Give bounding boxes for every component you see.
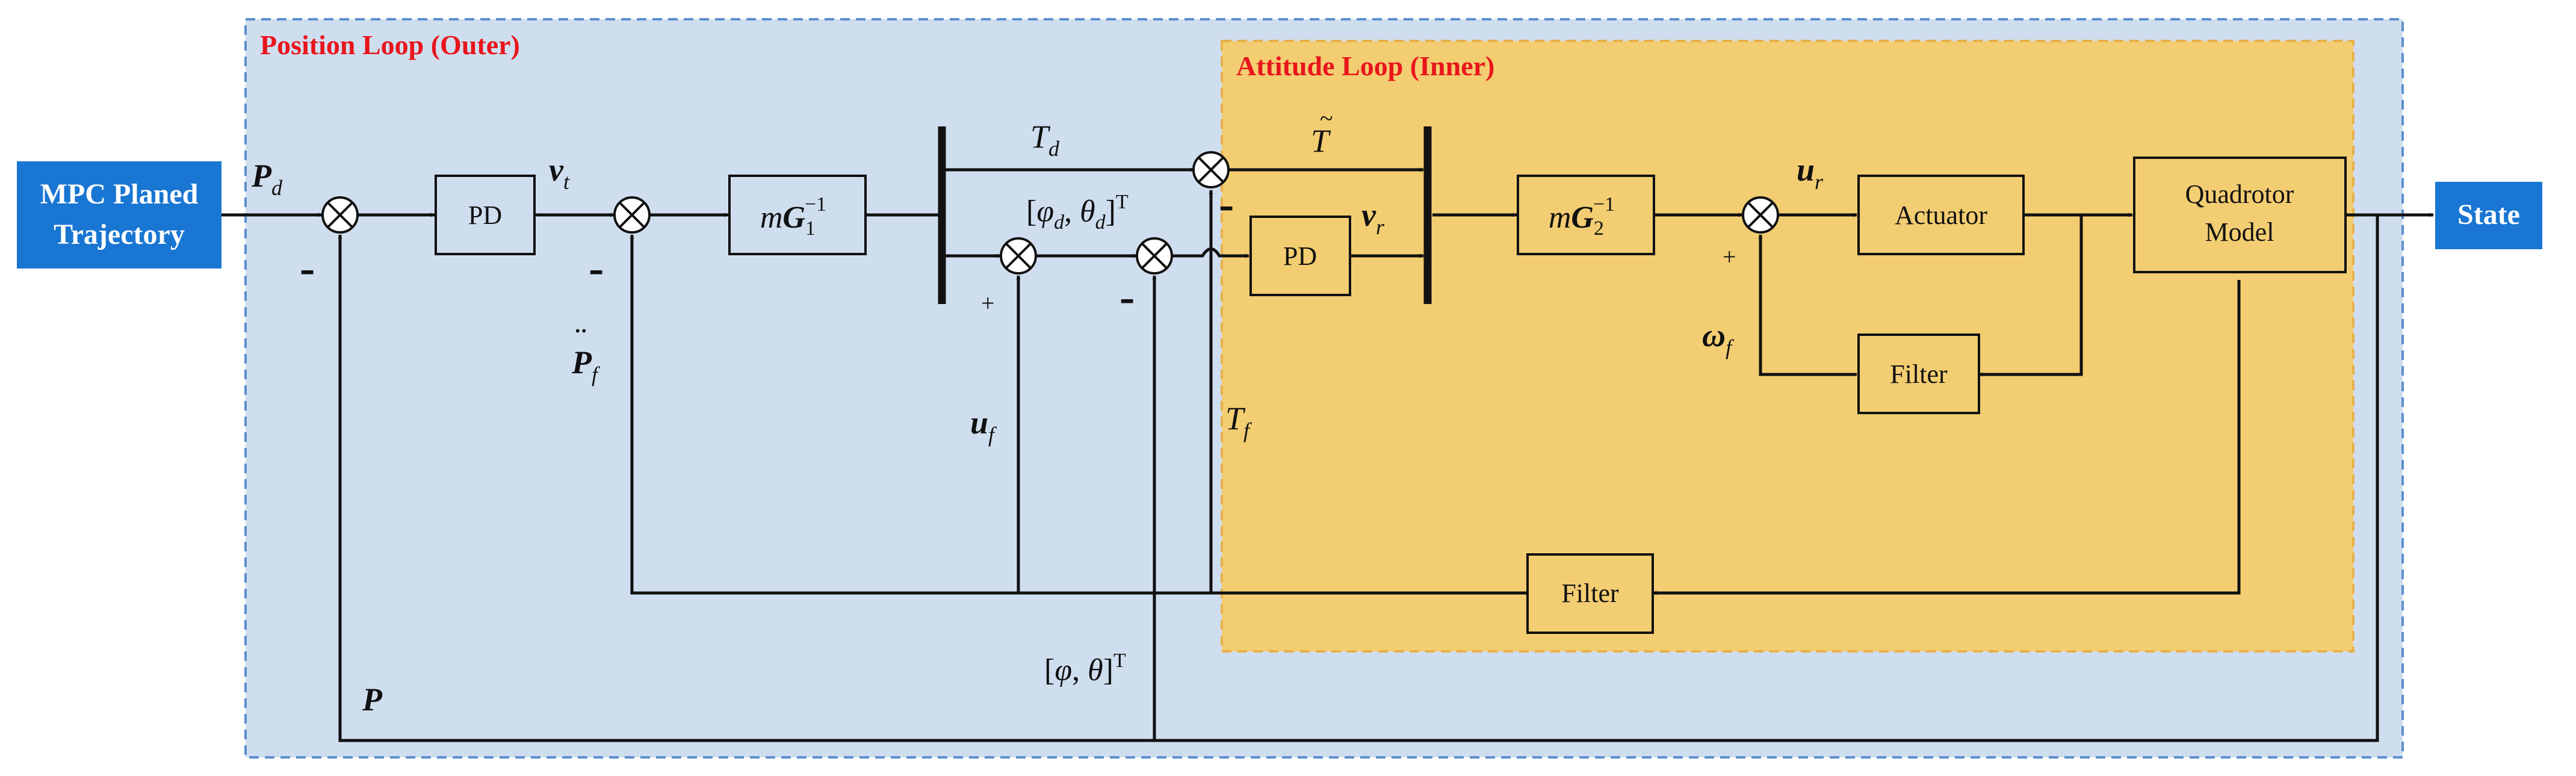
summing-junction-attitude-ref	[1000, 237, 1037, 275]
inner-loop-region	[1221, 40, 2355, 653]
sign-minus-position: -	[300, 243, 315, 293]
inner-loop-title: Attitude Loop (Inner)	[1236, 51, 1494, 81]
output-state-box	[2435, 182, 2542, 249]
actuator-label: Actuator	[1895, 200, 1987, 230]
signal-Ttilde-mark: ~	[1320, 105, 1333, 132]
summing-junction-attitude-error	[1136, 237, 1173, 275]
signal-Td: Td	[1030, 119, 1060, 161]
pd-outer-label: PD	[468, 200, 502, 230]
filter-block-inner	[1857, 334, 1980, 414]
input-trajectory-box	[17, 161, 221, 268]
quadrotor-model-block	[2133, 157, 2347, 273]
summing-junction-actuator	[1742, 196, 1779, 234]
signal-attitude-ref: [φd, θd]T	[1026, 191, 1129, 234]
quadrotor-label-line1: Quadrotor	[2185, 179, 2294, 209]
filter-outer-label: Filter	[1561, 579, 1619, 608]
pd-block-outer	[435, 175, 536, 255]
output-state-label: State	[2457, 199, 2520, 231]
pd-inner-label: PD	[1283, 241, 1317, 271]
signal-P: P	[362, 681, 383, 718]
signal-Ttilde: T	[1311, 123, 1331, 159]
signal-Ppp-dots: ¨	[575, 320, 587, 360]
filter-block-outer	[1526, 553, 1654, 634]
mg1-inverse-block	[728, 175, 867, 255]
quadrotor-label-line2: Model	[2205, 217, 2274, 247]
signal-attitude-feedback: [φ, θ]T	[1044, 650, 1126, 688]
actuator-block	[1857, 175, 2025, 255]
pd-block-inner	[1249, 216, 1351, 296]
filter-inner-label: Filter	[1890, 359, 1948, 389]
signal-lines	[221, 167, 2434, 742]
mg1-label: mG1−1	[760, 193, 826, 240]
sign-plus-actuator: +	[1723, 243, 1736, 270]
sign-minus-velocity: -	[589, 243, 604, 293]
signal-vr: vr	[1361, 197, 1385, 239]
input-trajectory-line1: MPC Planed	[40, 178, 199, 210]
mg2-label: mG2−1	[1549, 193, 1615, 240]
summing-junction-position	[321, 196, 359, 234]
mg2-inverse-block	[1517, 175, 1655, 255]
signal-ur: ur	[1797, 152, 1824, 194]
signal-vt: vt	[549, 152, 570, 194]
sign-minus-attitude-error: -	[1119, 272, 1135, 322]
signal-Ppp: Pf	[571, 344, 601, 386]
sign-minus-thrust: -	[1219, 179, 1234, 229]
signal-Pd: Pd	[251, 158, 283, 200]
sign-plus-attitude-ref: +	[981, 290, 995, 317]
summing-junction-velocity	[613, 196, 651, 234]
summing-junction-thrust	[1192, 151, 1230, 188]
input-trajectory-line2: Trajectory	[54, 219, 185, 250]
outer-loop-title: Position Loop (Outer)	[260, 29, 520, 60]
